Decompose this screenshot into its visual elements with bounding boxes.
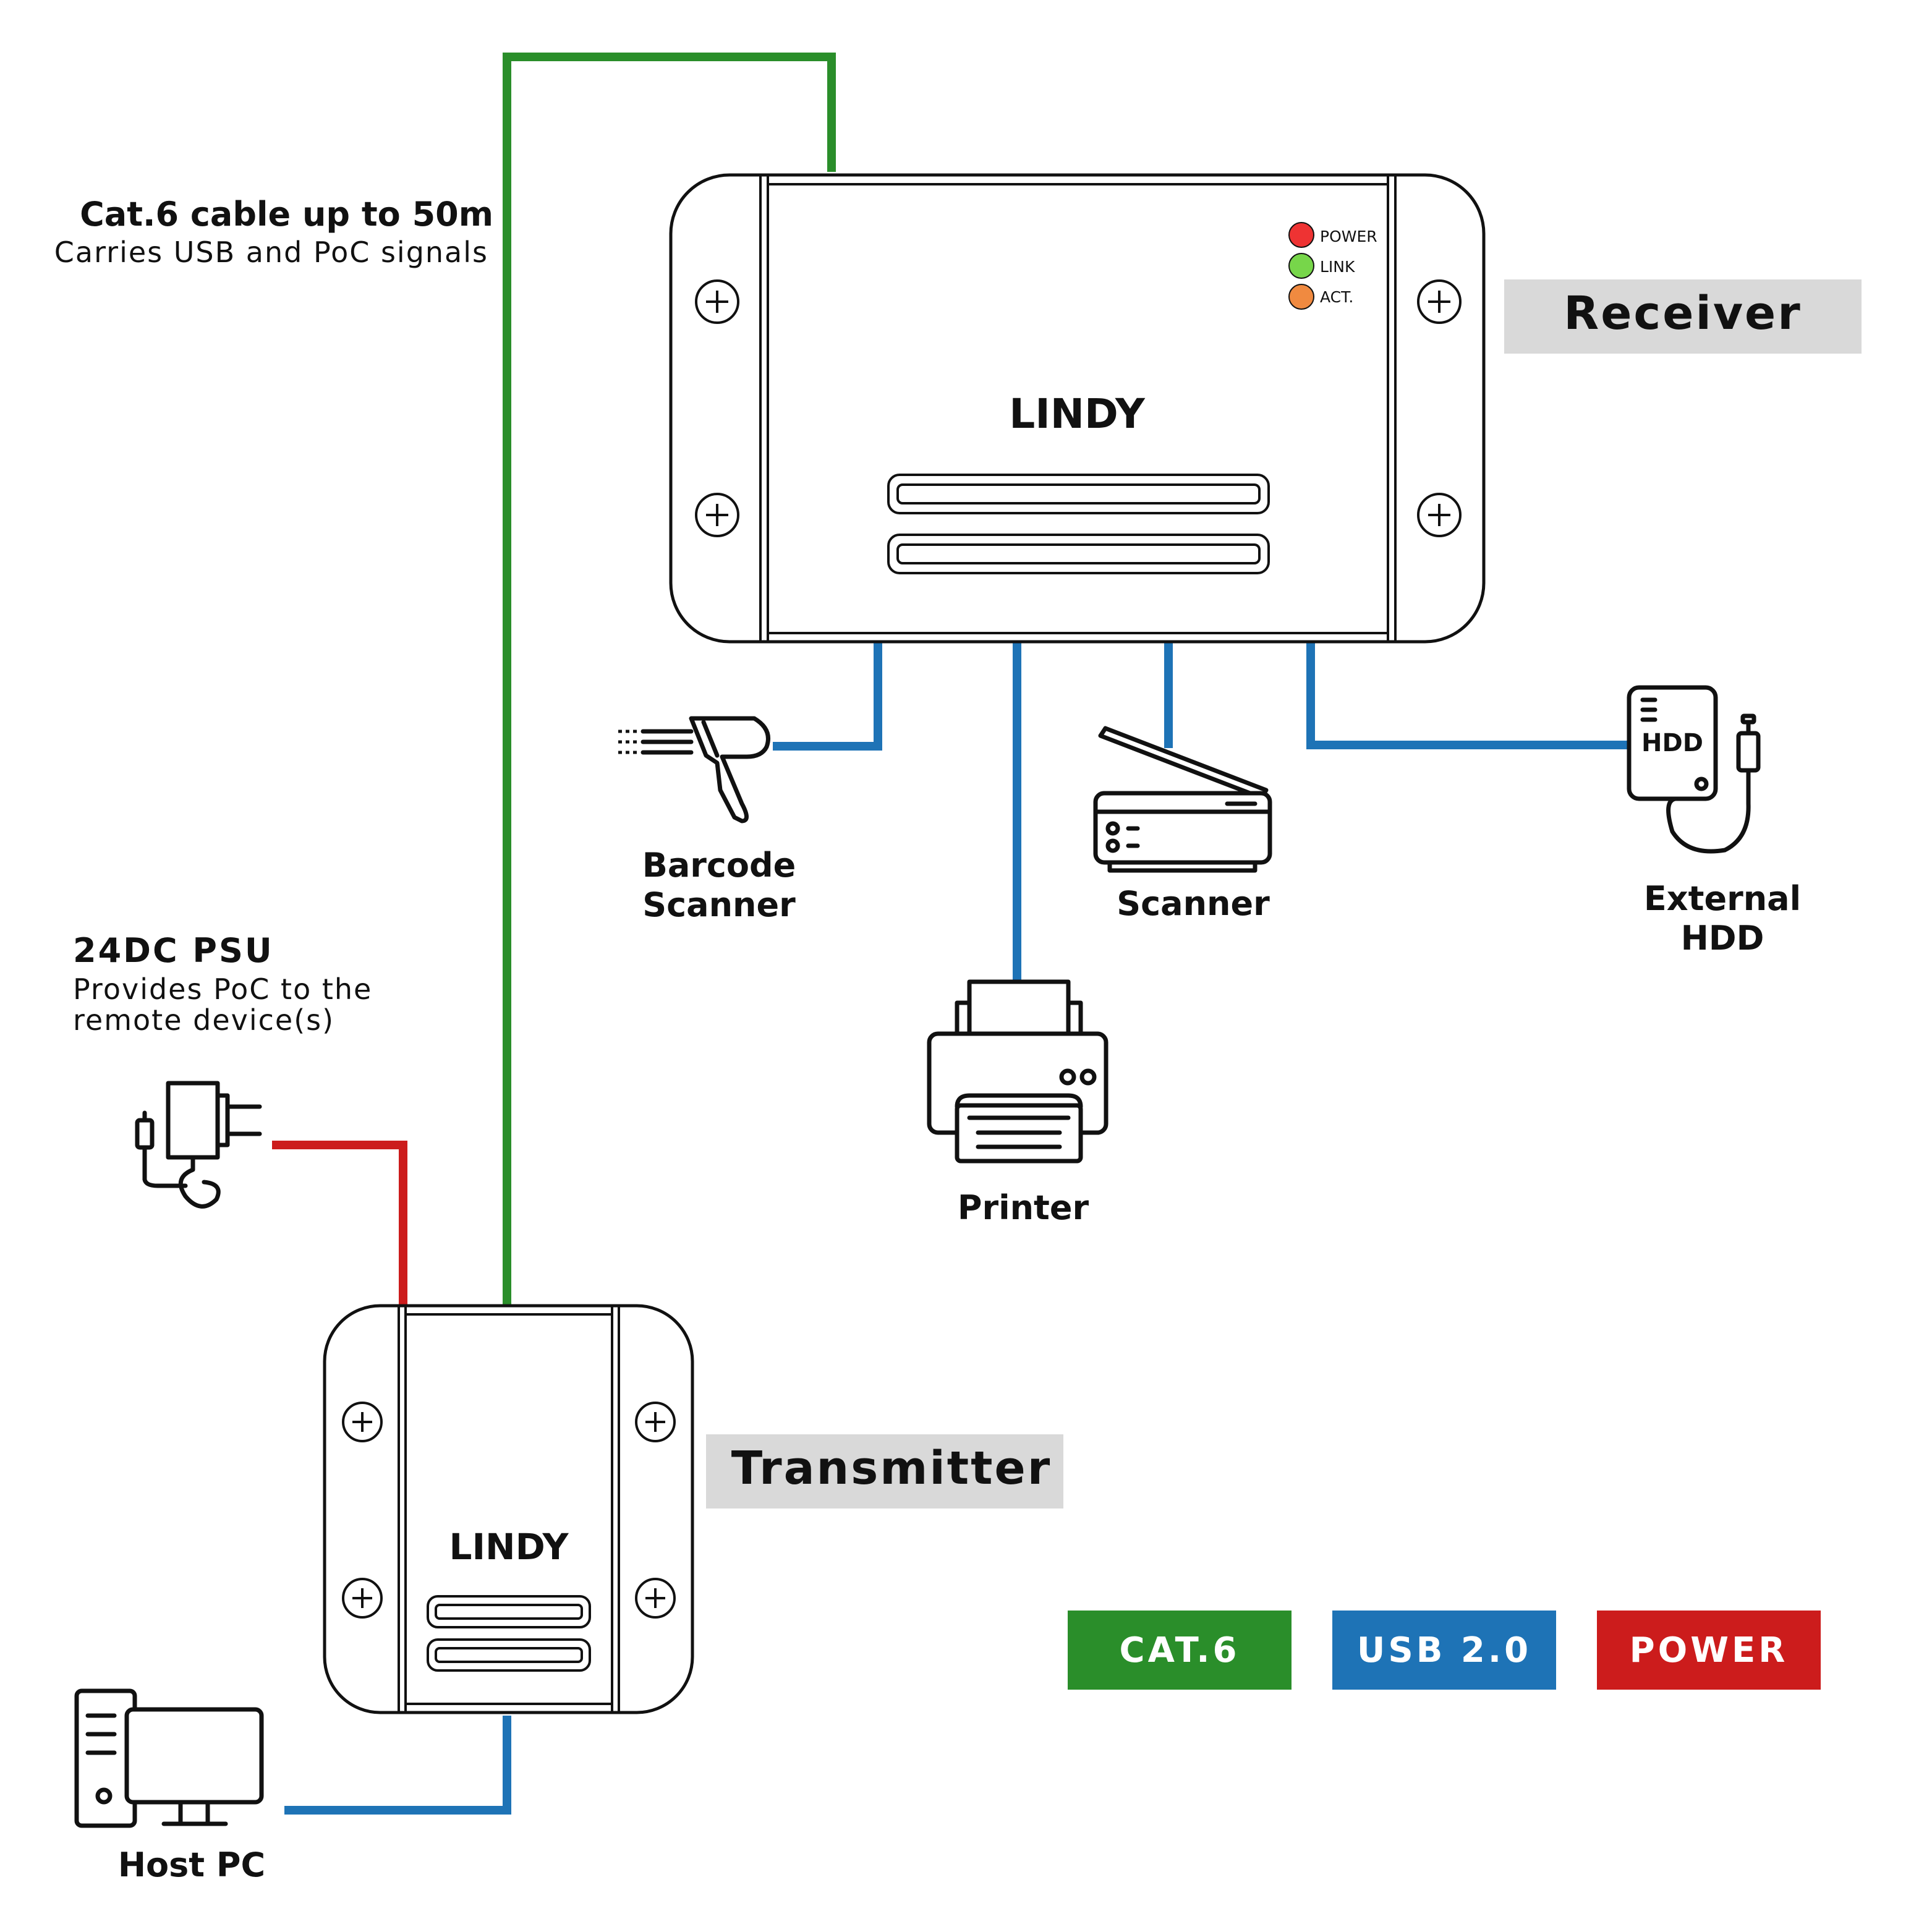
transmitter-label-box xyxy=(706,1434,1063,1509)
usb-cable-external-hdd xyxy=(1306,643,1627,749)
legend-power-label: POWER xyxy=(1630,1630,1789,1670)
cable-note-title: Cat.6 cable up to 50m xyxy=(80,195,493,234)
legend-cat6-box xyxy=(1068,1611,1292,1690)
scanner-label: Scanner xyxy=(1117,884,1270,923)
power-cable xyxy=(272,1141,407,1306)
barcode-scanner-icon xyxy=(618,716,770,823)
legend-cat6-label: CAT.6 xyxy=(1119,1630,1240,1670)
receiver-leds: POWER LINK ACT. xyxy=(1288,222,1377,310)
cable-note-subtitle: Carries USB and PoC signals xyxy=(54,236,488,269)
host-pc-icon xyxy=(74,1688,264,1828)
printer-icon xyxy=(927,979,1109,1164)
hdd-badge: HDD xyxy=(1641,729,1703,757)
receiver-device: POWER LINK ACT. LINDY xyxy=(669,173,1486,644)
receiver-screws xyxy=(695,279,1462,537)
external-hdd-icon xyxy=(1627,685,1761,854)
led-act-icon xyxy=(1288,284,1314,310)
transmitter-device: LINDY xyxy=(323,1304,694,1714)
host-pc-label: Host PC xyxy=(118,1845,265,1884)
legend: CAT.6 USB 2.0 POWER xyxy=(1068,1611,1821,1690)
external-hdd-label-2: HDD xyxy=(1681,919,1764,958)
legend-usb-box xyxy=(1332,1611,1556,1690)
psu-note-line1: Provides PoC to the xyxy=(73,972,372,1006)
led-link-icon xyxy=(1288,253,1314,279)
receiver-logo: LINDY xyxy=(1009,390,1146,438)
psu-note-line2: remote device(s) xyxy=(73,1003,334,1037)
external-hdd-label-1: External xyxy=(1644,879,1801,918)
led-link-label: LINK xyxy=(1320,258,1355,276)
cat6-cable xyxy=(503,53,836,1311)
transmitter-logo: LINDY xyxy=(449,1526,569,1568)
legend-usb-label: USB 2.0 xyxy=(1357,1630,1531,1670)
scanner-icon xyxy=(1093,726,1272,873)
receiver-usb-ports xyxy=(887,474,1270,574)
barcode-scanner-label-2: Scanner xyxy=(642,885,796,924)
transmitter-label: Transmitter xyxy=(731,1442,1052,1495)
usb-cable-barcode-scanner xyxy=(773,643,882,751)
power-adapter-icon xyxy=(135,1081,262,1209)
receiver-label: Receiver xyxy=(1564,287,1802,340)
transmitter-usb-ports xyxy=(427,1595,591,1672)
psu-note-title: 24DC PSU xyxy=(73,931,274,970)
led-act-label: ACT. xyxy=(1320,288,1353,306)
barcode-scanner-label-1: Barcode xyxy=(642,846,796,885)
led-power-label: POWER xyxy=(1320,228,1377,245)
printer-label: Printer xyxy=(958,1188,1089,1227)
legend-power-box xyxy=(1597,1611,1821,1690)
receiver-label-box xyxy=(1504,279,1862,354)
transmitter-screws xyxy=(342,1402,676,1619)
usb-cable-host-pc xyxy=(284,1716,511,1815)
led-power-icon xyxy=(1288,222,1314,248)
